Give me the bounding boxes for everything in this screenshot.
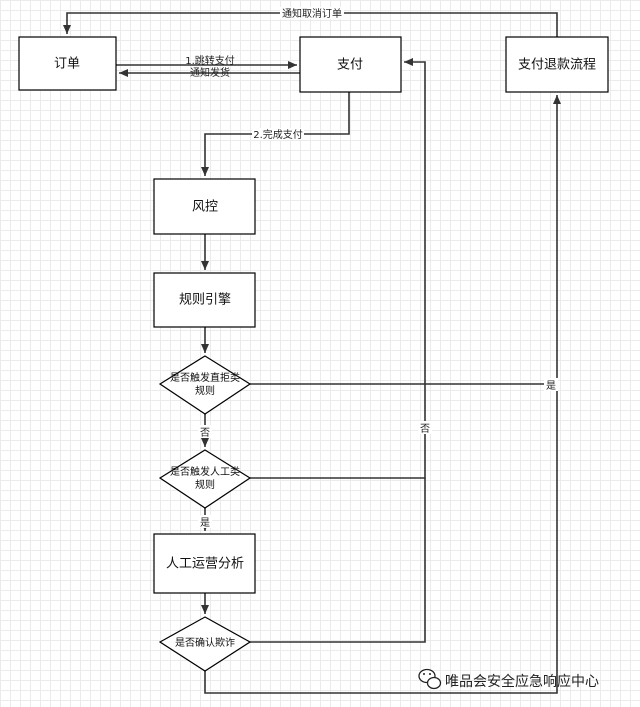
decision-manual-review-label-2: 规则: [195, 478, 215, 491]
edge-labels: 通知取消订单 1.跳转支付 通知发货 2.完成支付 是 否 否 是: [185, 7, 558, 529]
decision-direct-reject: 是否触发直拒类 规则: [158, 355, 252, 415]
wechat-icon: [418, 668, 442, 690]
label-manual-yes: 是: [200, 517, 210, 529]
edge-fraud-yes: [204, 384, 558, 694]
edge-fraud-no: [250, 478, 426, 643]
node-risk-control-label: 风控: [192, 200, 218, 215]
node-manual-analysis: 人工运营分析: [153, 533, 256, 594]
node-refund: 支付退款流程: [505, 36, 609, 93]
label-manual-no: 否: [420, 423, 430, 435]
label-reject-no: 否: [200, 427, 210, 439]
label-redirect-pay: 1.跳转支付: [185, 54, 235, 67]
node-rule-engine: 规则引擎: [153, 272, 256, 328]
node-risk-control: 风控: [153, 178, 256, 235]
node-payment: 支付: [299, 36, 402, 93]
node-payment-label: 支付: [337, 58, 363, 73]
label-reject-yes: 是: [546, 380, 556, 392]
node-rule-engine-label: 规则引擎: [179, 293, 231, 308]
decision-confirm-fraud: 是否确认欺诈: [158, 616, 252, 672]
edges: [63, 12, 561, 694]
edge-manual-no: [250, 58, 426, 479]
node-order: 订单: [18, 36, 117, 91]
label-notify-ship: 通知发货: [190, 66, 230, 79]
label-cancel-order: 通知取消订单: [282, 7, 342, 20]
watermark-text: 唯品会安全应急响应中心: [445, 673, 599, 690]
decision-direct-reject-label-2: 规则: [195, 384, 215, 397]
decision-direct-reject-label-1: 是否触发直拒类: [170, 371, 240, 384]
decision-manual-review-label-1: 是否触发人工类: [170, 465, 240, 478]
watermark: 唯品会安全应急响应中心: [418, 668, 599, 690]
decision-confirm-fraud-label: 是否确认欺诈: [175, 636, 235, 649]
decision-manual-review: 是否触发人工类 规则: [158, 449, 252, 509]
node-order-label: 订单: [54, 57, 80, 72]
node-refund-label: 支付退款流程: [518, 58, 596, 73]
label-complete-pay: 2.完成支付: [253, 128, 303, 141]
node-manual-analysis-label: 人工运营分析: [166, 557, 244, 572]
